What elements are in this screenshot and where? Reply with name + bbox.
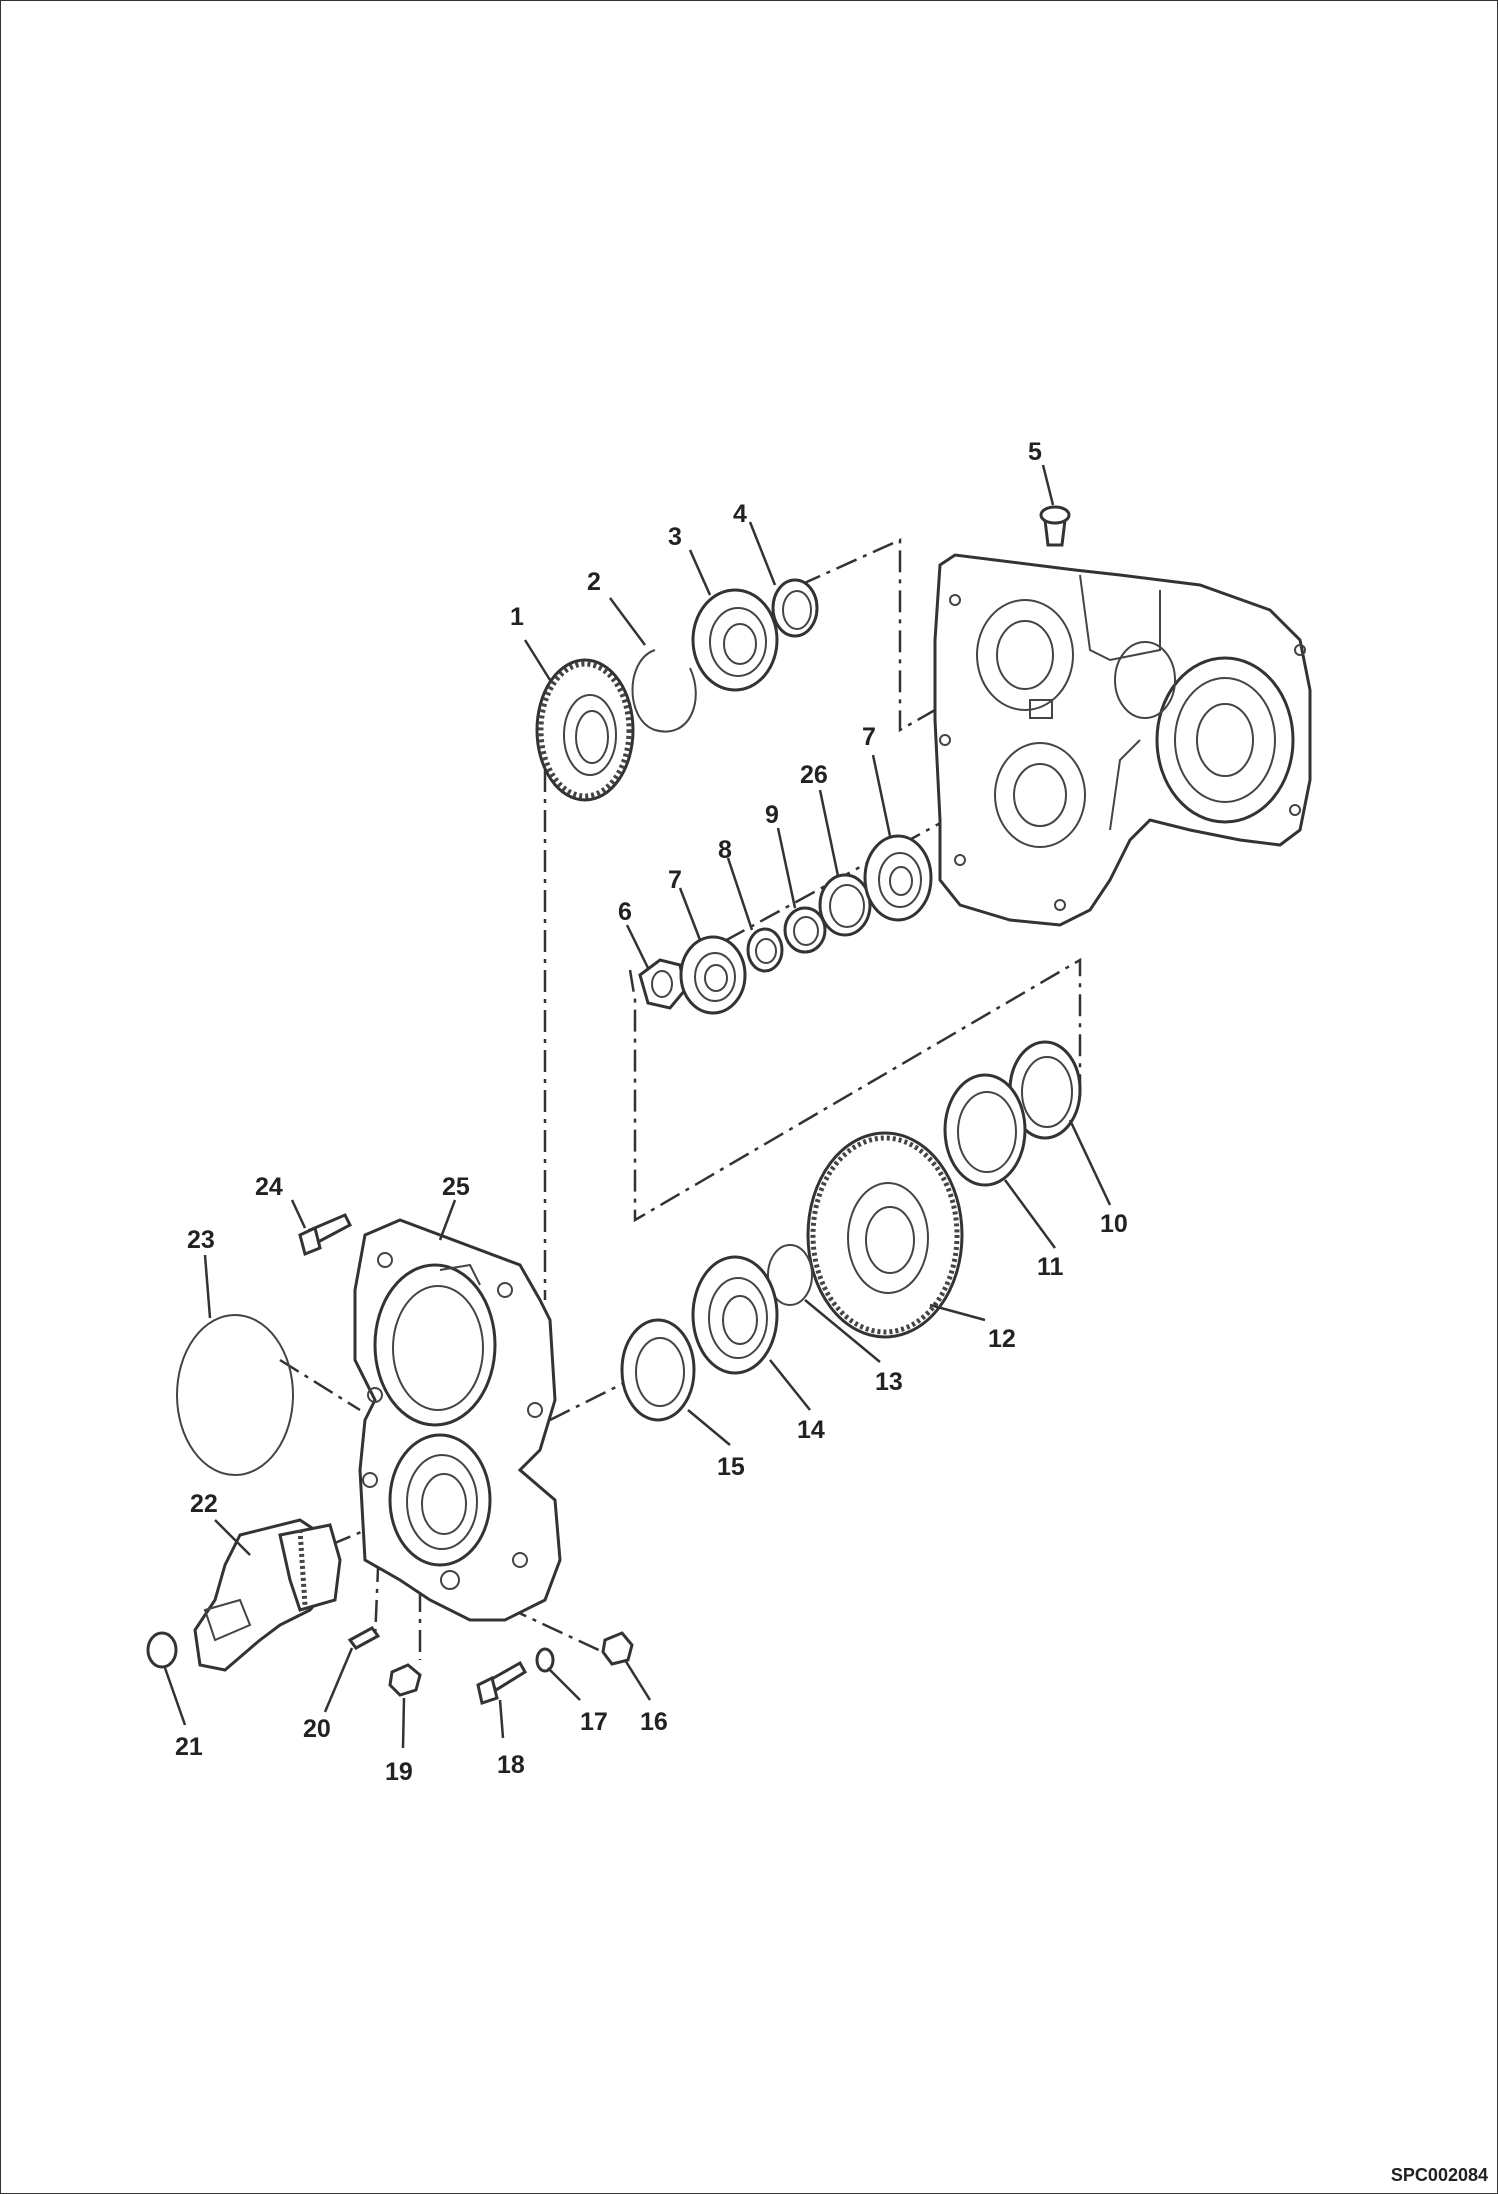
callout-10: 10 bbox=[1100, 1210, 1128, 1238]
callout-11: 11 bbox=[1037, 1253, 1064, 1281]
callout-12: 12 bbox=[988, 1325, 1016, 1353]
callout-19: 19 bbox=[385, 1758, 413, 1786]
callout-13: 13 bbox=[875, 1368, 903, 1396]
part-9-sleeve bbox=[783, 906, 827, 954]
callout-6: 6 bbox=[618, 898, 632, 926]
part-15-seal bbox=[620, 1318, 696, 1422]
callout-26: 26 bbox=[800, 761, 828, 789]
part-26-shim bbox=[818, 873, 872, 937]
callout-7-upper: 7 bbox=[862, 723, 876, 751]
callout-labels: 1 2 3 4 5 6 7 7 8 9 26 10 11 12 13 14 15… bbox=[175, 438, 1128, 1786]
callout-14: 14 bbox=[797, 1416, 825, 1444]
callout-15: 15 bbox=[717, 1453, 745, 1481]
part-20-pin bbox=[347, 1626, 381, 1650]
callout-21: 21 bbox=[175, 1733, 203, 1761]
drawing-code: SPC002084 bbox=[1390, 2165, 1488, 2185]
part-16-plug bbox=[601, 1631, 634, 1666]
part-7-bearing-lower bbox=[679, 935, 747, 1015]
callout-18: 18 bbox=[497, 1751, 525, 1779]
part-13-snap-ring bbox=[767, 1244, 813, 1306]
part-11-bearing bbox=[943, 1073, 1027, 1187]
callout-5: 5 bbox=[1028, 438, 1042, 466]
part-23-o-ring bbox=[176, 1314, 294, 1476]
part-7-bearing-upper bbox=[863, 834, 933, 922]
callout-20: 20 bbox=[303, 1715, 331, 1743]
part-25-cover bbox=[353, 1218, 562, 1622]
part-21-cap bbox=[146, 1631, 178, 1669]
callout-8: 8 bbox=[718, 836, 732, 864]
part-17-washer bbox=[535, 1647, 555, 1673]
callout-25: 25 bbox=[442, 1173, 470, 1201]
callout-3: 3 bbox=[668, 523, 682, 551]
callout-23: 23 bbox=[187, 1226, 215, 1254]
part-3-bearing bbox=[691, 588, 779, 692]
callout-4: 4 bbox=[733, 500, 747, 528]
transmission-housing bbox=[933, 553, 1312, 927]
part-12-large-gear bbox=[806, 1131, 964, 1339]
callout-22: 22 bbox=[190, 1490, 218, 1518]
part-4-ring bbox=[771, 578, 819, 638]
callout-16: 16 bbox=[640, 1708, 668, 1736]
part-24-bolt bbox=[298, 1213, 352, 1257]
part-22-yoke-shaft bbox=[193, 1518, 342, 1672]
part-1-gear bbox=[535, 658, 635, 802]
callout-1: 1 bbox=[510, 603, 524, 631]
callout-17: 17 bbox=[580, 1708, 608, 1736]
callout-2: 2 bbox=[587, 568, 601, 596]
callout-24: 24 bbox=[255, 1173, 283, 1201]
callout-9: 9 bbox=[765, 801, 779, 829]
part-5-breather bbox=[1039, 505, 1071, 547]
callout-7-lower: 7 bbox=[668, 866, 682, 894]
leader-lines bbox=[163, 464, 1112, 1749]
part-8-spacer bbox=[746, 927, 784, 973]
part-14-bearing bbox=[691, 1255, 779, 1375]
part-2-snap-ring bbox=[631, 649, 697, 733]
part-18-bolt bbox=[476, 1660, 528, 1705]
part-19-nut bbox=[388, 1663, 422, 1697]
